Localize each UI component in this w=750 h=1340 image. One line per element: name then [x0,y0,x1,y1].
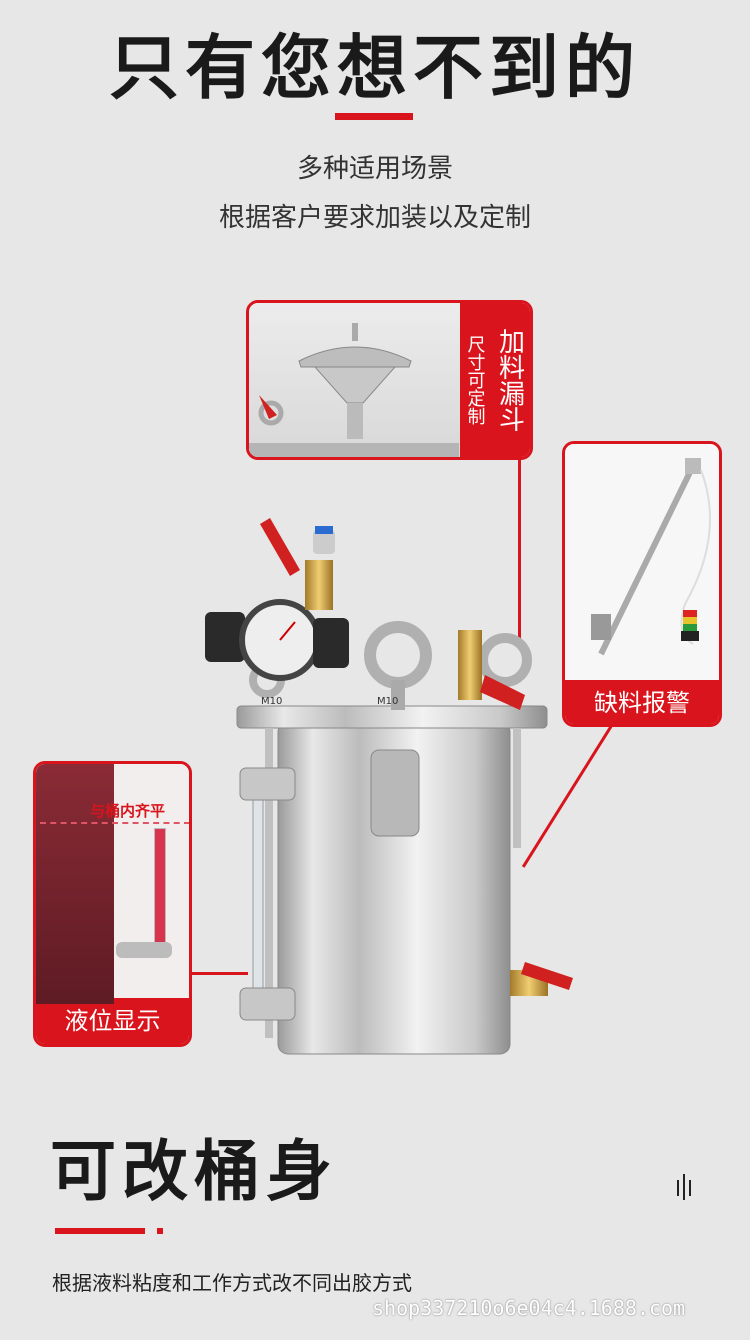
pressure-tank-illustration: M10 M10 [205,518,573,1055]
level-label: 液位显示 [36,998,189,1044]
section-underline [55,1228,145,1234]
alarm-image [565,444,719,680]
left-nut-label: M10 [261,696,282,707]
alarm-label: 缺料报警 [565,680,719,724]
callout-level-card: 与桶内齐平 液位显示 [33,761,192,1047]
funnel-image [249,303,460,457]
funnel-label: 加料漏斗 [494,328,525,432]
funnel-icon [249,323,459,457]
callout-alarm-card: 缺料报警 [562,441,722,727]
funnel-label-panel: 加料漏斗 尺寸可定制 [460,303,530,457]
sight-fitting [116,942,172,958]
section-title: 可改桶身 [50,1133,338,1210]
title-underline [335,113,413,120]
page-title: 只有您想不到的 [109,27,641,109]
scroll-indicator-icon[interactable] [676,1172,692,1202]
connector-funnel [518,455,521,640]
subtitle-line-1: 多种适用场景 [296,154,453,184]
connector-level [190,972,248,975]
funnel-note: 尺寸可定制 [464,335,486,425]
center-nut-label: M10 [377,696,398,707]
float-switch-icon [591,458,711,656]
tank-interior [36,764,114,1004]
section-underline-dot [157,1228,163,1234]
level-image: 与桶内齐平 [36,764,189,1004]
level-guide-line [40,822,189,824]
callout-funnel-card: 加料漏斗 尺寸可定制 [246,300,533,460]
sight-tube [154,828,166,950]
shop-watermark: shop337210o6e04c4.1688.com [372,1296,686,1320]
inset-note: 与桶内齐平 [90,802,166,820]
subtitle-line-2: 根据客户要求加装以及定制 [218,203,531,233]
section-description: 根据液料粘度和工作方式改不同出胶方式 [52,1271,412,1295]
